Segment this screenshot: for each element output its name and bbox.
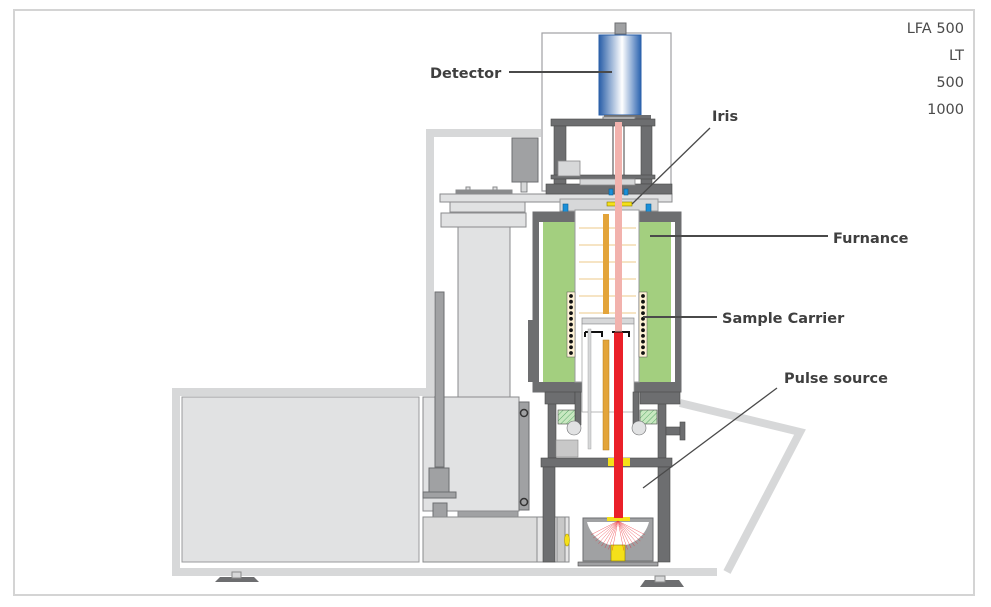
coil-dot <box>569 294 573 298</box>
feet <box>215 571 684 587</box>
flash-ray <box>617 520 641 542</box>
coil-dot <box>641 339 645 344</box>
coil-dot <box>569 311 573 315</box>
model-label-1000: 1000 <box>927 102 964 118</box>
flash-ray <box>617 520 645 535</box>
coil-dot <box>569 316 573 321</box>
coil-dot <box>641 322 645 327</box>
housing-outline <box>172 129 806 576</box>
model-label-lt: LT <box>949 48 964 64</box>
flash-ray <box>593 520 619 539</box>
flash-ray <box>611 520 619 551</box>
coil-dot <box>569 328 573 333</box>
beam-upper <box>615 122 622 332</box>
coil-dot <box>569 339 573 344</box>
label-sample-carrier: Sample Carrier <box>722 311 845 327</box>
coil-dot <box>569 351 573 355</box>
label-iris: Iris <box>712 109 738 125</box>
coil-dot <box>569 305 573 310</box>
flash-ray <box>598 520 619 544</box>
flash-ray <box>601 520 619 547</box>
model-label-lfa500: LFA 500 <box>906 21 964 37</box>
coil-dot <box>569 345 573 350</box>
flash-ray <box>617 520 625 551</box>
shutter-lamp <box>564 533 570 547</box>
coil-dot <box>641 305 645 310</box>
leader-pulse-source <box>642 387 778 489</box>
flash-ray <box>604 520 619 549</box>
coil-dot <box>641 294 645 298</box>
coil-dot <box>641 351 645 355</box>
coil-dot <box>641 334 645 338</box>
detector <box>598 34 642 116</box>
flash-ray <box>608 520 619 550</box>
pulse-source <box>582 517 654 562</box>
flash-ray <box>591 520 619 535</box>
beam-lower <box>614 332 623 518</box>
flash-ray <box>617 520 638 544</box>
coil-dot <box>569 334 573 338</box>
sample-carrier <box>581 317 635 451</box>
coil-dot <box>569 322 573 327</box>
label-pulse-source: Pulse source <box>784 371 888 387</box>
label-detector: Detector <box>430 66 502 82</box>
flash-ray <box>617 520 628 550</box>
support-column <box>439 186 673 399</box>
coil-dot <box>641 345 645 350</box>
left-cabinet <box>181 396 420 563</box>
coil-dot <box>569 299 573 304</box>
flash-ray <box>595 520 619 542</box>
detector-top-connector <box>614 22 627 35</box>
label-furnace: Furnance <box>833 231 909 247</box>
thermocouple-upper <box>603 214 609 314</box>
leader-lines <box>509 71 828 489</box>
coil-dot <box>641 311 645 315</box>
flash-ray <box>617 520 635 547</box>
motor-box <box>511 137 539 183</box>
lower-seal-block <box>544 391 686 459</box>
flash-rays <box>591 520 645 551</box>
coil-dots <box>569 294 645 355</box>
lift-mechanism <box>422 291 570 563</box>
flash-ray <box>617 520 632 549</box>
leader-iris <box>631 127 711 205</box>
flash-ray <box>617 520 643 539</box>
coil-dot <box>641 328 645 333</box>
lower-table <box>540 457 673 567</box>
model-label-500: 500 <box>936 75 964 91</box>
coil-dot <box>641 299 645 304</box>
